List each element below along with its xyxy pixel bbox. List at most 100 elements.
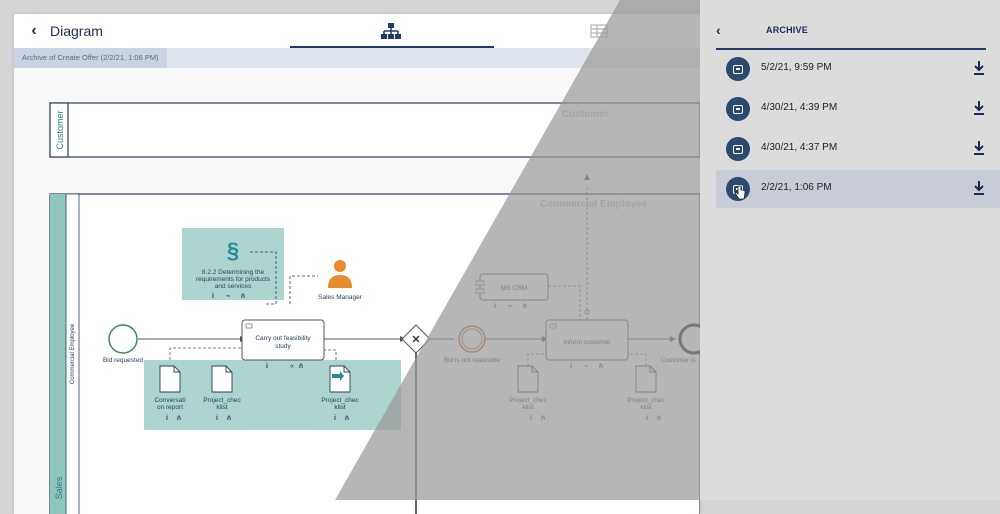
document-conversation-report[interactable] bbox=[159, 365, 181, 393]
doc2-label-l2: klist bbox=[216, 404, 227, 411]
doc4-info-icon[interactable]: i bbox=[530, 415, 532, 422]
carry-out-label-l1: Carry out feasibility bbox=[255, 335, 311, 342]
archive-title: ARCHIVE bbox=[766, 25, 808, 35]
task-type-icon bbox=[245, 323, 253, 329]
diagram-window: ‹ Diagram Archive of Create Offer (2/2/2… bbox=[14, 14, 700, 514]
download-icon[interactable] bbox=[972, 180, 986, 196]
archive-date: 4/30/21, 4:37 PM bbox=[761, 142, 838, 153]
crm-attachment-icon[interactable]: ⌁ bbox=[508, 303, 512, 310]
requirement-connector bbox=[250, 251, 277, 305]
doc1-info-icon[interactable]: i bbox=[166, 415, 168, 422]
doc2-info-icon[interactable]: i bbox=[216, 415, 218, 422]
message-flow-origin bbox=[584, 309, 590, 315]
ms-crm-tab-1 bbox=[475, 280, 485, 286]
bid-requested-event[interactable] bbox=[108, 324, 138, 354]
bid-not-realizable-event[interactable] bbox=[458, 325, 486, 353]
archive-item[interactable]: 5/2/21, 9:59 PM bbox=[716, 50, 1000, 88]
inform-customer-label: Inform customer bbox=[564, 339, 612, 346]
document-project-checklist-4[interactable] bbox=[635, 365, 657, 393]
documents-highlight bbox=[144, 360, 401, 430]
doc4-label-l2: klist bbox=[522, 404, 533, 411]
inform-attachment-icon[interactable]: ⌁ bbox=[584, 363, 588, 370]
requirement-highlight bbox=[182, 228, 284, 300]
archive-item[interactable]: 4/30/21, 4:37 PM bbox=[716, 130, 1000, 168]
table-view-icon[interactable] bbox=[590, 24, 608, 38]
doc4-hierarchy-icon[interactable]: ⋔ bbox=[540, 414, 546, 422]
task-rewind-icon[interactable]: « bbox=[290, 363, 294, 370]
requirement-text-l3: and services bbox=[215, 283, 252, 290]
archive-panel: ‹ ARCHIVE 5/2/21, 9:59 PM 4/30/21, 4:39 … bbox=[700, 0, 1000, 500]
crm-hierarchy-icon[interactable]: ⋔ bbox=[522, 302, 528, 310]
requirement-text-l2: requirements for products bbox=[196, 276, 271, 283]
commercial-lane-title: Commercial Employee bbox=[540, 199, 648, 210]
carry-out-label-l2: study bbox=[275, 343, 291, 350]
doc3-hierarchy-icon[interactable]: ⋔ bbox=[344, 414, 350, 422]
gateway-x-icon: ✕ bbox=[411, 334, 420, 346]
download-icon[interactable] bbox=[972, 100, 986, 116]
document-project-checklist-3[interactable] bbox=[517, 365, 539, 393]
commercial-sublane-header bbox=[65, 193, 80, 514]
sales-manager-label: Sales Manager bbox=[318, 294, 363, 301]
doc5-label-l1: Project_chec bbox=[627, 397, 665, 404]
archive-box-icon bbox=[726, 137, 750, 161]
doc5-label-l2: klist bbox=[640, 404, 651, 411]
archive-box-icon bbox=[726, 97, 750, 121]
ms-crm-tab-2 bbox=[475, 288, 485, 294]
task-info-icon[interactable]: i bbox=[266, 363, 268, 370]
archive-date: 4/30/21, 4:39 PM bbox=[761, 102, 838, 113]
download-icon[interactable] bbox=[972, 60, 986, 76]
archive-item[interactable]: 4/30/21, 4:39 PM bbox=[716, 90, 1000, 128]
doc1-hierarchy-icon[interactable]: ⋔ bbox=[176, 414, 182, 422]
bid-not-realizable-label: Bid is not realizable bbox=[444, 357, 501, 364]
customer-lane-title: Customer bbox=[562, 109, 609, 120]
doc2-hierarchy-icon[interactable]: ⋔ bbox=[226, 414, 232, 422]
back-button[interactable]: ‹ bbox=[31, 22, 37, 39]
paragraph-icon: § bbox=[227, 238, 239, 263]
customer-lane-label: Customer bbox=[55, 110, 65, 149]
archive-back-button[interactable]: ‹ bbox=[716, 22, 721, 38]
sales-lane-label: Sales bbox=[54, 476, 64, 499]
doc3-label-l1: Project_chec bbox=[321, 397, 359, 404]
document-project-checklist-1[interactable] bbox=[211, 365, 233, 393]
doc3-label-l2: klist bbox=[334, 404, 345, 411]
download-icon[interactable] bbox=[972, 140, 986, 156]
archive-date: 2/2/21, 1:06 PM bbox=[761, 182, 832, 193]
doc5-info-icon[interactable]: i bbox=[646, 415, 648, 422]
inform-hierarchy-icon[interactable]: ⋔ bbox=[598, 362, 604, 370]
doc1-label-l1: Conversati bbox=[154, 397, 185, 404]
hierarchy-small-icon[interactable]: ⋔ bbox=[240, 292, 246, 300]
attachment-icon[interactable]: ⌁ bbox=[226, 293, 230, 300]
hand-cursor-icon bbox=[734, 185, 746, 200]
diagram-canvas: Customer Customer Commercial Employee Sa… bbox=[14, 68, 700, 514]
archive-item-selected[interactable]: 2/2/21, 1:06 PM bbox=[716, 170, 1000, 208]
customer-end-event[interactable] bbox=[678, 323, 700, 355]
doc-connector-1 bbox=[169, 347, 242, 360]
inform-info-icon[interactable]: i bbox=[570, 363, 572, 370]
doc5-hierarchy-icon[interactable]: ⋔ bbox=[656, 414, 662, 422]
commercial-lane-header bbox=[50, 194, 66, 514]
doc2-label-l1: Project_chec bbox=[203, 397, 241, 404]
info-icon[interactable]: i bbox=[212, 293, 214, 300]
page-title: Diagram bbox=[50, 23, 103, 39]
commercial-sublane-label: Commercial Employee bbox=[70, 323, 76, 384]
bid-requested-label: Bid requested bbox=[103, 357, 143, 364]
ms-crm-label: MS CRM bbox=[501, 285, 527, 292]
hierarchy-icon[interactable] bbox=[380, 22, 402, 40]
archive-label: Archive of Create Offer (2/2/21, 1:06 PM… bbox=[14, 48, 167, 68]
app-root: ‹ Diagram Archive of Create Offer (2/2/2… bbox=[14, 0, 1000, 514]
requirement-text-l1: 8.2.2 Determining the bbox=[202, 269, 265, 276]
bpmn-diagram: Customer Customer Commercial Employee Sa… bbox=[49, 102, 700, 514]
task-hierarchy-icon[interactable]: ⋔ bbox=[298, 362, 304, 370]
sales-manager-icon bbox=[334, 260, 346, 272]
archive-date: 5/2/21, 9:59 PM bbox=[761, 62, 832, 73]
customer-end-label: Customer is bbox=[661, 357, 696, 364]
customer-lane-header bbox=[49, 102, 69, 158]
doc3-info-icon[interactable]: i bbox=[334, 415, 336, 422]
archive-box-icon bbox=[726, 57, 750, 81]
message-flow-arrow bbox=[584, 174, 590, 180]
document-project-checklist-2[interactable] bbox=[329, 365, 351, 393]
carry-out-task[interactable] bbox=[241, 319, 325, 361]
sales-manager-connector bbox=[289, 275, 318, 304]
archive-header: ‹ ARCHIVE bbox=[716, 14, 986, 50]
crm-info-icon[interactable]: i bbox=[494, 303, 496, 310]
